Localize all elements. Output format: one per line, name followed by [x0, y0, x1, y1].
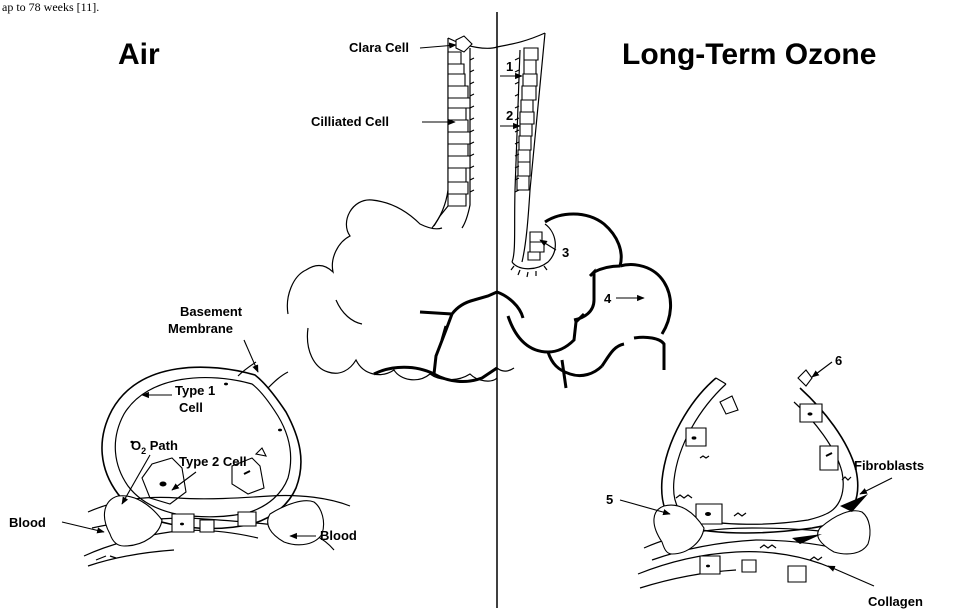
label-blood-right: Blood — [320, 528, 357, 543]
label-ciliated-cell: Cilliated Cell — [311, 114, 389, 129]
capillary-left — [84, 495, 350, 566]
bronchiole-airway — [432, 33, 555, 277]
ozone-alveolus — [662, 370, 858, 533]
label-collagen: Collagen — [868, 594, 923, 609]
marker-5: 5 — [606, 492, 613, 507]
marker-3: 3 — [562, 245, 569, 260]
label-basement-line2: Membrane — [168, 321, 233, 336]
marker-1: 1 — [506, 59, 513, 74]
label-o2-path: O2 Path — [131, 438, 178, 456]
arrow-collagen — [828, 566, 874, 586]
top-text-fragment: ap to 78 weeks [11]. — [2, 0, 99, 14]
arrow-basement-membrane — [244, 340, 258, 372]
label-o2-o: O — [131, 438, 141, 453]
marker-2: 2 — [506, 108, 513, 123]
arrow-clara-cell — [420, 45, 456, 48]
label-clara-cell: Clara Cell — [349, 40, 409, 55]
label-type1-line1: Type 1 — [175, 383, 215, 398]
marker-4: 4 — [604, 291, 612, 306]
alveolar-cluster-left — [287, 200, 497, 381]
alveolar-cluster-ozone — [497, 214, 671, 388]
capillary-right — [638, 505, 870, 588]
label-type2-cell: Type 2 Cell — [179, 454, 247, 469]
label-type1-line2: Cell — [179, 400, 203, 415]
label-fibroblasts: Fibroblasts — [854, 458, 924, 473]
label-o2-rest: Path — [146, 438, 178, 453]
title-long-term-ozone: Long-Term Ozone — [622, 38, 876, 71]
alveolar-septa-left — [374, 292, 497, 381]
marker-6: 6 — [835, 353, 842, 368]
fibroblast-shape — [840, 494, 868, 512]
label-blood-left: Blood — [9, 515, 46, 530]
arrow-marker-6 — [812, 362, 832, 377]
title-air: Air — [118, 38, 160, 71]
label-basement-line1: Basement — [180, 304, 243, 319]
arrow-fibroblasts — [860, 478, 892, 494]
